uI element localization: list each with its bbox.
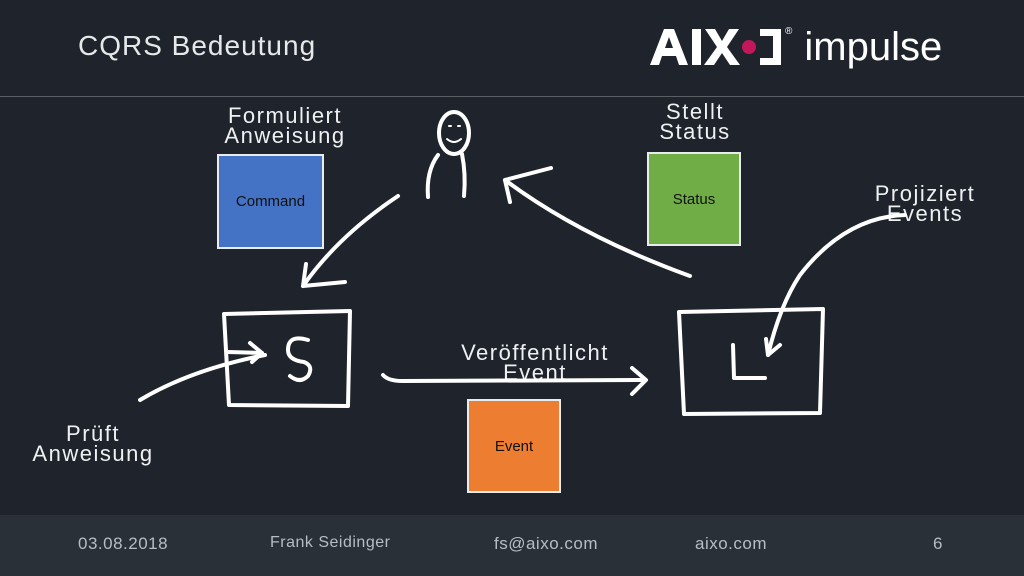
footer-date: 03.08.2018 — [78, 534, 169, 553]
footer-bar — [0, 515, 1024, 576]
aixo-logo-mark — [650, 29, 781, 65]
query-service-sketch — [677, 307, 825, 416]
footer-page-number: 6 — [933, 534, 943, 553]
status-box: Status — [647, 152, 741, 246]
label-veroeffentlicht-line1: Veröffentlicht — [461, 340, 609, 365]
label-formuliert-anweisung: Formuliert Anweisung — [200, 103, 370, 148]
label-projiziert-line2: Events — [886, 201, 964, 226]
title-divider — [0, 96, 1024, 97]
label-prueft-line2: Anweisung — [32, 441, 154, 466]
arrow-to-user-icon — [503, 166, 692, 278]
label-projiziert-events: Projiziert Events — [850, 181, 1000, 226]
slide-title: CQRS Bedeutung — [78, 30, 317, 61]
label-formuliert-line2: Anweisung — [224, 123, 346, 148]
label-stellt-line2: Status — [659, 119, 731, 144]
label-projiziert-line1: Projiziert — [874, 181, 976, 206]
footer-website: aixo.com — [695, 534, 768, 553]
label-prueft-anweisung: Prüft Anweisung — [18, 421, 168, 466]
footer-email: fs@aixo.com — [494, 534, 599, 553]
arrow-prueft-icon — [138, 353, 267, 402]
footer-author: Frank Seidinger — [270, 534, 391, 551]
arrow-projiziert-icon — [764, 213, 907, 357]
label-veroeffentlicht-event: Veröffentlicht Event — [435, 340, 635, 385]
label-formuliert-line1: Formuliert — [227, 103, 342, 128]
label-stellt-line1: Stellt — [666, 99, 724, 124]
label-veroeffentlicht-line2: Event — [503, 360, 567, 385]
registered-mark: ® — [785, 25, 793, 37]
label-prueft-line1: Prüft — [66, 421, 120, 446]
arrow-publish-event-icon — [381, 366, 648, 396]
label-stellt-status: Stellt Status — [630, 99, 760, 144]
command-box: Command — [217, 154, 324, 249]
aixo-impulse-logo: ® impulse — [648, 22, 942, 72]
logo-impulse-text: impulse — [804, 24, 943, 69]
arrow-to-command-icon — [301, 194, 400, 288]
user-figure-icon — [425, 110, 471, 199]
event-box: Event — [467, 399, 561, 493]
